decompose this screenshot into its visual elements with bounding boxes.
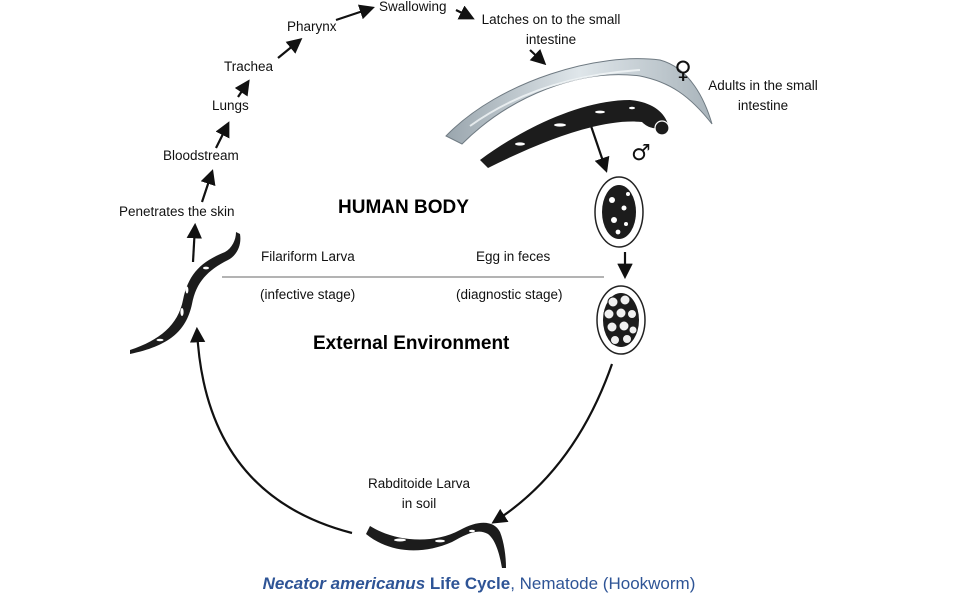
label-latches-intestine: Latches on to the small intestine [463,10,639,50]
caption-life-cycle: Life Cycle [425,574,511,593]
figure-caption: Necator americanus Life Cycle, Nematode … [0,574,958,594]
arrow-bloodstream-to-lungs [215,121,230,149]
label-diagnostic-stage: (diagnostic stage) [456,287,563,302]
male-symbol: ♂ [631,141,651,166]
label-rabditoide-larva: Rabditoide Larva in soil [344,474,494,514]
label-penetrates-skin: Penetrates the skin [119,204,235,219]
arrow-adults-to-egg [588,122,610,173]
arrow-penetrates-to-bloodstream [200,169,216,203]
caption-rest: , Nematode (Hookworm) [510,574,696,593]
arrow-lungs-to-trachea [234,79,250,98]
adult-female-worm [445,58,713,145]
rabditoide-larva [366,522,506,568]
egg-in-feces-morula [596,285,646,355]
female-symbol: ♀ [674,56,692,84]
label-egg-in-feces: Egg in feces [476,249,551,264]
label-infective-stage: (infective stage) [260,287,356,302]
caption-species: Necator americanus [262,574,426,593]
label-rabditoide-line1: Rabditoide Larva [367,476,471,491]
arrow-egg-to-rabditoide [491,363,614,524]
label-adults-line2: intestine [737,98,789,113]
label-pharynx: Pharynx [287,19,337,34]
label-filariform-larva: Filariform Larva [261,249,355,264]
egg-embryonated [594,176,644,248]
label-trachea: Trachea [224,59,274,74]
filariform-larva [130,232,241,354]
label-rabditoide-line2: in soil [401,496,437,511]
label-swallowing: Swallowing [379,0,447,14]
arrow-latches-to-adults [529,48,547,66]
arrow-rabditoide-to-filariform [189,326,353,535]
arrow-trachea-to-pharynx [277,38,303,59]
adult-male-worm [480,100,670,168]
arrow-skin-to-penetrates [186,222,203,263]
arrow-swallowing-to-latches [455,5,475,20]
label-adults-intestine: Adults in the small intestine [693,76,833,116]
label-external-environment: External Environment [313,333,510,354]
label-latches-line2: intestine [525,32,577,47]
arrow-pharynx-to-swallowing [335,4,375,22]
label-lungs: Lungs [212,98,249,113]
label-human-body: HUMAN BODY [338,197,469,218]
label-adults-line1: Adults in the small [708,78,818,93]
label-bloodstream: Bloodstream [163,148,239,163]
migration-arrows [186,4,633,535]
label-latches-line1: Latches on to the small [481,12,621,27]
